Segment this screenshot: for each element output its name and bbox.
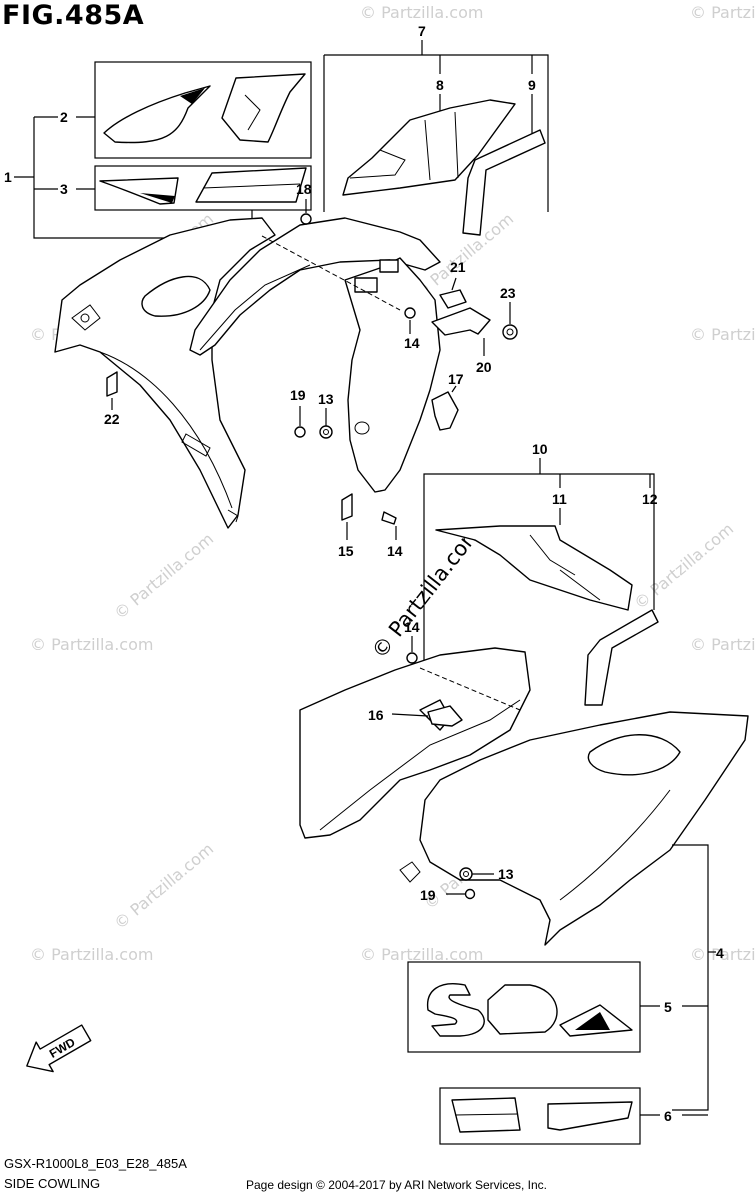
callout-13a: 13	[318, 391, 334, 407]
upper-side-cowling	[54, 217, 441, 529]
model-code: GSX-R1000L8_E03_E28_485A	[4, 1156, 187, 1171]
hardware-lower	[391, 636, 494, 900]
callout-15: 15	[338, 543, 354, 559]
watermark: © Partzilla.com	[110, 839, 217, 933]
watermark: © Partzilla.com	[110, 529, 217, 623]
callout-1: 1	[4, 169, 12, 185]
hardware-upper	[294, 199, 518, 540]
decal-set-box-5	[407, 961, 641, 1053]
callout-3: 3	[60, 181, 68, 197]
watermark: © Partzilla.com	[30, 635, 153, 654]
callout-21: 21	[450, 259, 466, 275]
section-name: SIDE COWLING	[4, 1176, 101, 1191]
callout-8: 8	[436, 77, 444, 93]
watermark-center: © Partzilla.com	[367, 521, 486, 663]
callout-22: 22	[104, 411, 120, 427]
part-group-4	[407, 844, 716, 1145]
callout-19b: 19	[420, 887, 436, 903]
callout-9: 9	[528, 77, 536, 93]
decal-set-box-2	[94, 61, 312, 159]
watermark: © Partzilla.com	[360, 945, 483, 964]
callout-10: 10	[532, 441, 548, 457]
trim-strip-9	[462, 129, 546, 236]
decal-set-box-3	[94, 165, 312, 211]
watermark: © Partzilla.com	[690, 325, 755, 344]
watermark: © Partzilla.com	[30, 945, 153, 964]
sticker-15	[341, 493, 353, 521]
watermark: © Partzilla.com	[630, 519, 737, 613]
callout-11: 11	[552, 491, 567, 507]
watermark: © Partzilla.com	[690, 635, 755, 654]
bracket-20	[431, 307, 491, 336]
decal-part-8	[342, 99, 516, 196]
fwd-direction-arrow: FWD	[26, 1024, 92, 1073]
part-group-10	[423, 458, 659, 706]
callout-7: 7	[418, 23, 426, 39]
callout-17: 17	[448, 371, 464, 387]
callout-4: 4	[716, 945, 724, 961]
watermark: © Partzilla.com	[360, 3, 483, 22]
callout-2: 2	[60, 109, 68, 125]
lower-side-cowling	[299, 647, 749, 946]
part-group-1	[14, 61, 312, 239]
trim-strip-12	[584, 609, 659, 706]
callout-13b: 13	[498, 866, 514, 882]
callout-14b: 14	[387, 543, 403, 559]
callout-12: 12	[642, 491, 658, 507]
callout-16: 16	[368, 707, 384, 723]
decal-part-11	[435, 525, 633, 611]
callout-23: 23	[500, 285, 516, 301]
watermark: © Partzilla.com	[690, 945, 755, 964]
callout-6: 6	[664, 1108, 672, 1124]
callout-14c: 14	[404, 619, 420, 635]
callout-19a: 19	[290, 387, 306, 403]
decal-set-box-6	[439, 1087, 641, 1145]
copyright-notice: Page design © 2004-2017 by ARI Network S…	[246, 1178, 548, 1192]
callout-20: 20	[476, 359, 492, 375]
watermark: © Partzilla.com	[690, 3, 755, 22]
sticker-22	[106, 371, 118, 397]
part-group-7	[323, 40, 549, 236]
callout-5: 5	[664, 999, 672, 1015]
callout-labels: 1 2 3 4 5 6 7 8 9 10 11 12 13 13 14 14 1…	[4, 23, 724, 1124]
callout-18: 18	[296, 181, 312, 197]
figure-title: FIG.485A	[2, 0, 145, 31]
callout-14a: 14	[404, 335, 420, 351]
